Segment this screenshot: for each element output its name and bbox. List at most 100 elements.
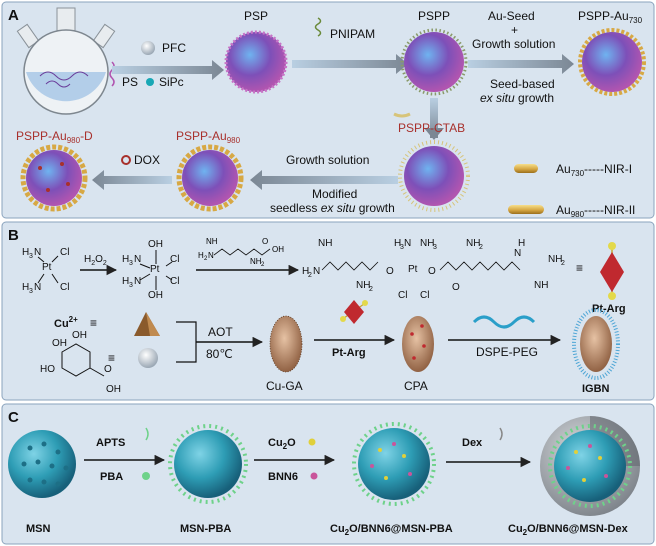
svg-text:H: H	[22, 282, 29, 293]
pspp-au730-label: PSPP-Au730	[578, 9, 643, 25]
pt-arg-arrow-label: Pt-Arg	[332, 347, 366, 359]
growth-solution-2-label: Growth solution	[286, 153, 369, 167]
svg-text:Cl: Cl	[170, 276, 179, 287]
svg-text:Cl: Cl	[398, 290, 407, 301]
svg-text:Cl: Cl	[60, 282, 69, 293]
arrow-to-pspp-ctab-head	[424, 128, 444, 140]
arrow-to-pspp-au980-d	[92, 170, 172, 190]
pfc-droplet-icon	[141, 41, 155, 55]
svg-text:2: 2	[369, 286, 373, 293]
svg-text:OH: OH	[106, 384, 121, 395]
svg-text:2: 2	[204, 256, 208, 262]
apts-label: APTS	[96, 437, 125, 449]
ps-label: PS	[122, 75, 138, 89]
cu2o-dot-icon	[308, 438, 316, 446]
svg-text:NH: NH	[548, 254, 562, 265]
pspp-au980-d-label: PSPP-Au980-D	[16, 129, 93, 145]
svg-text:Pt: Pt	[408, 264, 418, 275]
svg-text:OH: OH	[72, 330, 87, 341]
sipc-dot-icon	[146, 78, 154, 86]
msn-particle	[8, 430, 76, 498]
cu2o-label: Cu2O	[268, 437, 296, 451]
arrow-to-pspp-au980	[250, 170, 398, 190]
svg-text:H: H	[198, 251, 204, 260]
pspp-au980-particle	[182, 150, 238, 206]
msn-pba-label: MSN-PBA	[180, 523, 231, 535]
svg-text:N: N	[34, 282, 41, 293]
pspp-ctab-label: PSPP-CTAB	[398, 121, 465, 135]
pnipam-polymer-icon	[314, 17, 322, 37]
au-seed-label: Au-Seed	[488, 9, 535, 23]
cu2o-bnn6-msn-pba-particle	[352, 422, 436, 506]
cpa-label: CPA	[404, 379, 428, 393]
svg-text:N: N	[134, 254, 141, 265]
ga-equiv-symbol: ≡	[108, 351, 115, 365]
psp-particle	[226, 32, 286, 92]
svg-text:3: 3	[129, 260, 133, 267]
pspp-au980-d-particle	[26, 150, 82, 206]
svg-text:O: O	[104, 364, 112, 375]
cu2o-bnn6-msn-pba-label: Cu2O/BNN6@MSN-PBA	[330, 523, 453, 537]
svg-text:H: H	[302, 266, 309, 277]
svg-text:OH: OH	[148, 290, 163, 301]
cpa-particle	[402, 316, 434, 372]
svg-text:O: O	[428, 266, 436, 277]
ex-situ-growth-label: ex situ growth	[480, 91, 554, 105]
svg-text:N: N	[514, 248, 521, 259]
svg-text:H: H	[122, 276, 129, 287]
dox-icon	[121, 155, 131, 165]
pt-arg-label: Pt-Arg	[592, 303, 626, 315]
svg-text:O: O	[452, 282, 460, 293]
panel-a-background	[1, 1, 655, 219]
arrow-to-pspp-ctab	[430, 98, 438, 138]
cu2-plus-label: Cu2+	[54, 315, 78, 330]
svg-text:H: H	[394, 238, 401, 249]
psp-label: PSP	[244, 9, 268, 23]
ctab-molecule-icon	[393, 112, 411, 118]
seedless-growth-label: seedless ex situ growth	[270, 201, 395, 215]
panel-a-letter: A	[8, 7, 19, 24]
svg-text:OH: OH	[52, 338, 67, 349]
dox-label: DOX	[134, 153, 160, 167]
growth-solution-label: Growth solution	[472, 37, 555, 51]
svg-text:NH: NH	[534, 280, 548, 291]
svg-text:Cl: Cl	[170, 254, 179, 265]
pnipam-label: PNIPAM	[330, 27, 375, 41]
svg-text:H: H	[518, 238, 525, 249]
cu-ga-label: Cu-GA	[266, 379, 303, 393]
round-bottom-flask	[16, 7, 116, 115]
svg-text:2: 2	[479, 244, 483, 251]
svg-text:NH: NH	[356, 280, 370, 291]
arrow-to-pspp-au730	[468, 54, 574, 74]
pfc-label: PFC	[162, 41, 186, 55]
psp-shell	[224, 30, 288, 94]
svg-text:O: O	[386, 266, 394, 277]
pspp-au980-label: PSPP-Au980	[176, 129, 241, 145]
dspe-peg-icon	[472, 315, 536, 329]
svg-text:3: 3	[129, 282, 133, 289]
pt-arg-icon	[600, 242, 624, 300]
dex-label: Dex	[462, 437, 483, 449]
igbn-label: IGBN	[582, 383, 610, 395]
panel-b-letter: B	[8, 227, 19, 244]
pt-arg-arrow-icon	[340, 300, 368, 324]
temperature-label: 80℃	[206, 347, 233, 361]
panel-c-background	[1, 403, 655, 545]
ga-sphere-icon	[138, 348, 158, 368]
svg-text:OH: OH	[148, 239, 163, 250]
dspe-peg-label: DSPE-PEG	[476, 345, 538, 359]
pspp-au730-gold-shell	[578, 28, 646, 96]
sipc-label: SiPc	[159, 75, 184, 89]
aot-label: AOT	[208, 325, 233, 339]
cu-ga-particle-outline	[269, 315, 303, 373]
pspp-au730-particle	[582, 32, 642, 92]
svg-text:Cl: Cl	[60, 247, 69, 258]
igbn-particle	[580, 316, 612, 372]
svg-text:3: 3	[400, 244, 404, 251]
cu-pyramid-icon-face	[146, 312, 160, 336]
svg-text:HO: HO	[40, 364, 55, 375]
